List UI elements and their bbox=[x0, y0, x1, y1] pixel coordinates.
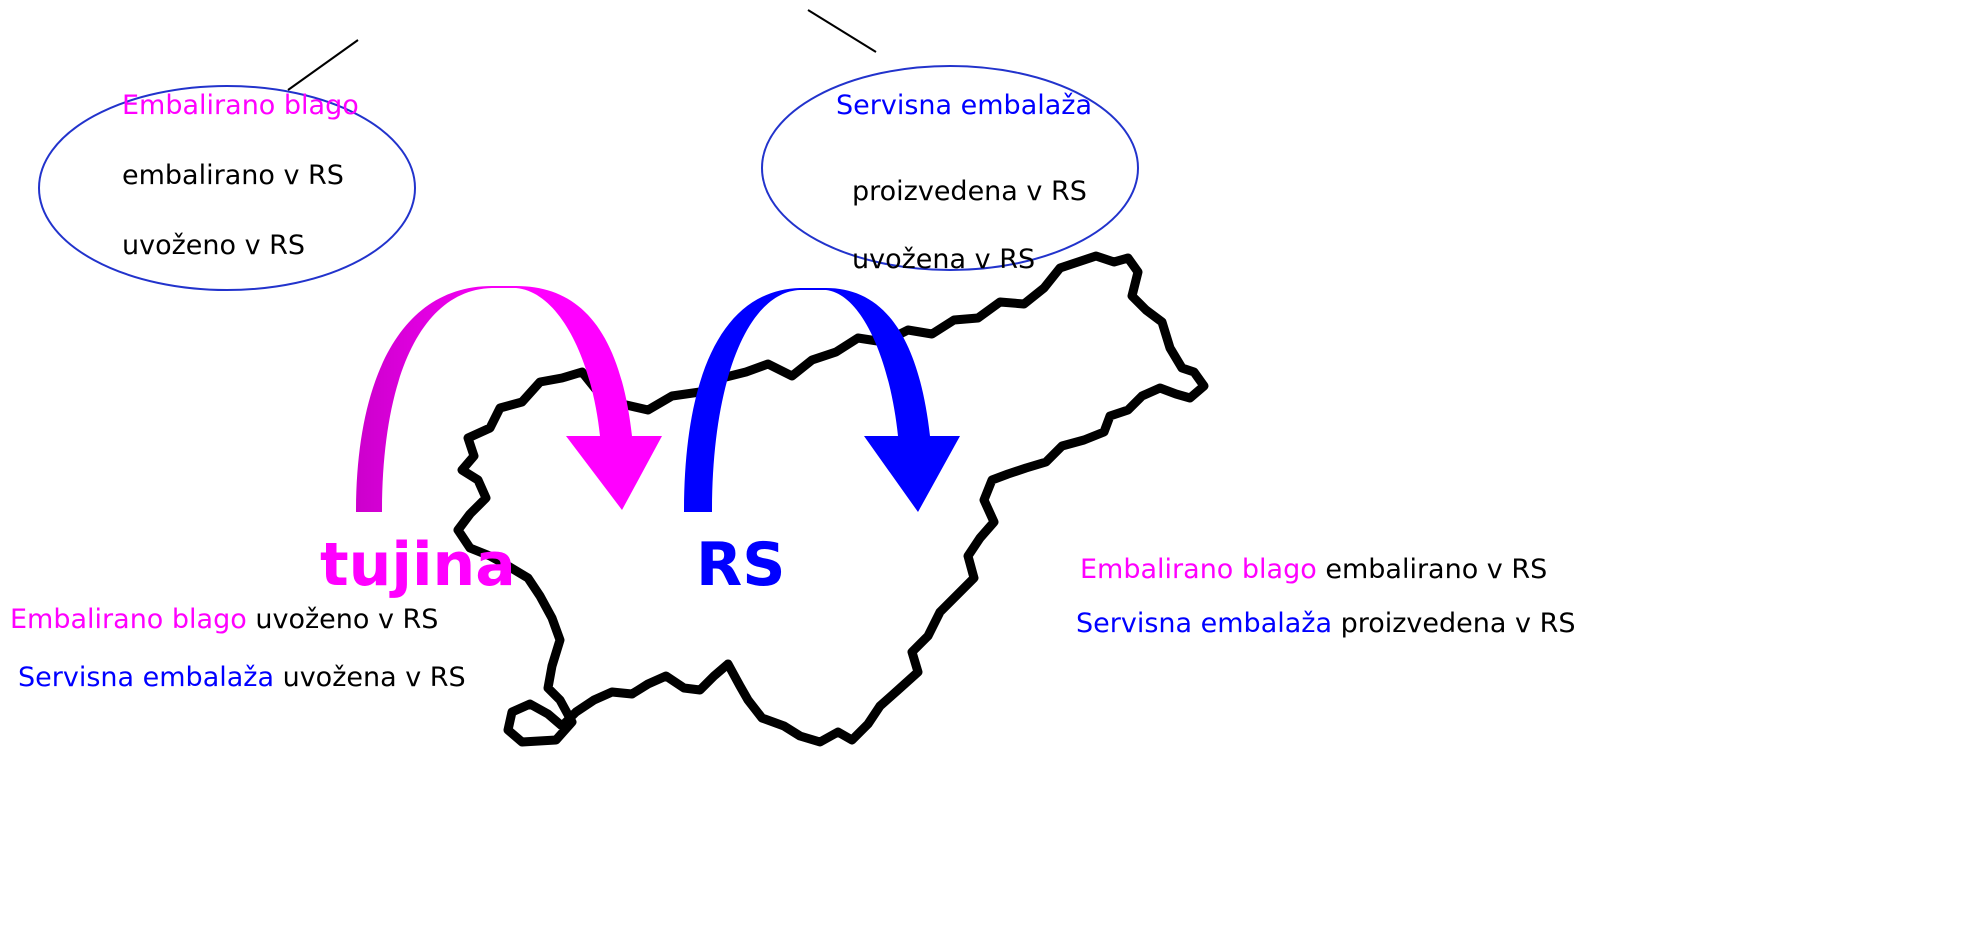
bottom-left-row2: Servisna embalaža uvožena v RS bbox=[18, 664, 466, 691]
bottom-right-row1-rest: embalirano v RS bbox=[1316, 554, 1548, 585]
bubble-left-line1: embalirano v RS bbox=[122, 160, 344, 191]
bubble-right-title: Servisna embalaža bbox=[836, 90, 1092, 121]
bubble-left-title: Embalirano blago bbox=[122, 90, 359, 121]
bottom-left-row1: Embalirano blago uvoženo v RS bbox=[10, 606, 438, 633]
bottom-right-row2: Servisna embalaža proizvedena v RS bbox=[1076, 610, 1575, 637]
bubble-right-line2: uvožena v RS bbox=[852, 244, 1036, 275]
bottom-left-row2-rest: uvožena v RS bbox=[274, 662, 466, 693]
label-domestic: RS bbox=[696, 530, 786, 600]
bubble-right-line1: proizvedena v RS bbox=[852, 176, 1087, 207]
bottom-left-row1-rest: uvoženo v RS bbox=[246, 604, 439, 635]
left-pointer-line bbox=[287, 39, 359, 91]
bottom-right-row2-rest: proizvedena v RS bbox=[1332, 608, 1576, 639]
label-foreign: tujina bbox=[320, 530, 516, 600]
curved-arrow-blue-icon bbox=[684, 288, 960, 512]
bottom-right-row2-term: Servisna embalaža bbox=[1076, 608, 1332, 639]
bottom-right-row1-term: Embalirano blago bbox=[1080, 554, 1317, 585]
bottom-left-row2-term: Servisna embalaža bbox=[18, 662, 274, 693]
bubble-left-ellipse bbox=[38, 85, 416, 291]
bottom-left-row1-term: Embalirano blago bbox=[10, 604, 247, 635]
slovenia-map-icon bbox=[453, 251, 1209, 747]
right-pointer-line bbox=[807, 9, 877, 53]
bottom-right-row1: Embalirano blago embalirano v RS bbox=[1080, 556, 1547, 583]
curved-arrow-magenta-icon bbox=[356, 286, 662, 512]
bubble-left-line2: uvoženo v RS bbox=[122, 230, 306, 261]
bubble-right-ellipse bbox=[761, 65, 1139, 271]
